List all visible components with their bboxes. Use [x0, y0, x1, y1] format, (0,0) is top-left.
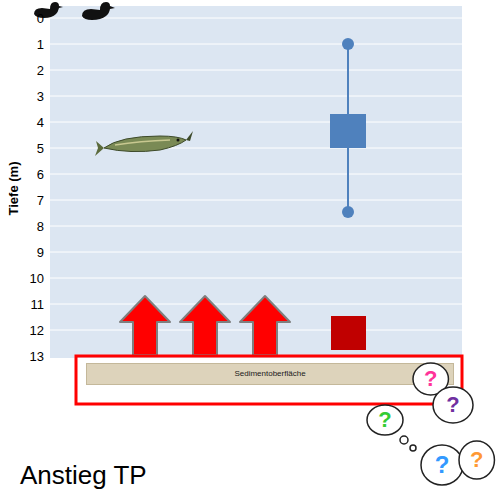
axis-tick-label: 4	[37, 116, 44, 129]
highlight-frame	[76, 356, 462, 404]
axis-title: Tiefe (m)	[8, 161, 21, 215]
question-bubble: ?	[366, 404, 404, 436]
question-mark: ?	[435, 453, 450, 477]
axis-tick-label: 8	[37, 220, 44, 233]
question-bubble: ?	[458, 440, 495, 480]
sediment-band: Sedimentoberfläche	[86, 363, 454, 385]
axis-tick-label: 7	[37, 194, 44, 207]
axis-tick-label: 5	[37, 142, 44, 155]
question-mark: ?	[470, 449, 483, 471]
upward-arrow	[120, 296, 290, 355]
axis-tick-label: 2	[37, 64, 44, 77]
slide-title: Anstieg TP	[20, 462, 147, 488]
axis-tick-label: 13	[30, 350, 44, 363]
question-bubble: ?	[420, 444, 464, 486]
plot-area	[50, 6, 462, 358]
question-mark: ?	[424, 368, 437, 390]
axis-tick-label: 10	[30, 272, 44, 285]
axis-tick-label: 1	[37, 38, 44, 51]
axis-tick-label: 3	[37, 90, 44, 103]
band-label: Sedimentoberfläche	[234, 370, 305, 378]
depth-range-marker	[330, 38, 366, 218]
axis-tick-label: 6	[37, 168, 44, 181]
tp-marker	[331, 316, 366, 350]
axis-tick-label: 12	[30, 324, 44, 337]
question-mark: ?	[446, 394, 459, 416]
thought-dots	[400, 436, 416, 451]
duck-icon	[34, 2, 115, 20]
pike-fish	[95, 131, 193, 156]
question-bubble: ?	[432, 386, 474, 424]
axis-tick-label: 0	[37, 12, 44, 25]
question-mark: ?	[378, 409, 391, 431]
axis-tick-label: 11	[31, 298, 45, 311]
axis-tick-label: 9	[37, 246, 44, 259]
grid-lines	[50, 18, 462, 330]
